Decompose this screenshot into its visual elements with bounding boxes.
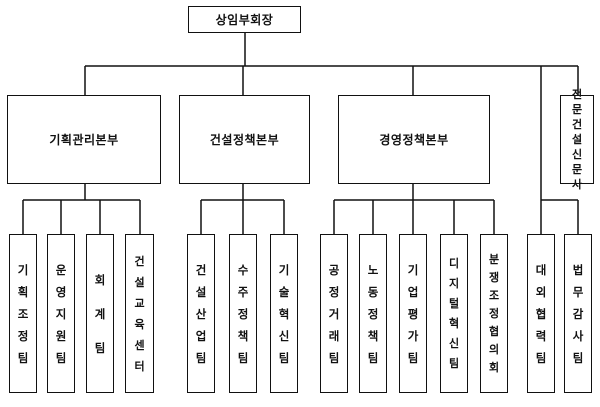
division-label: 경영정책본부: [379, 133, 449, 147]
division-box-planning: 기획관리본부: [7, 95, 161, 184]
team-box: 운영지원팀: [47, 234, 75, 393]
team-box: 기술혁신팀: [270, 234, 298, 393]
newspaper-label: 전문건설신문사: [571, 88, 583, 191]
team-label: 기업평가팀: [407, 262, 419, 365]
team-box: 수주정책팀: [229, 234, 257, 393]
team-label: 운영지원팀: [55, 262, 67, 365]
team-box: 기획조정팀: [9, 234, 37, 393]
team-box: 건설산업팀: [187, 234, 215, 393]
team-label: 기술혁신팀: [278, 262, 290, 365]
team-label: 디지털혁신팀: [448, 256, 460, 370]
team-box: 디지털혁신팀: [440, 234, 468, 393]
team-label: 건설교육센터: [134, 254, 145, 373]
division-box-construction-policy: 건설정책본부: [179, 95, 310, 184]
division-label: 기획관리본부: [49, 133, 119, 147]
team-box: 노동정책팀: [359, 234, 387, 393]
team-box: 건설교육센터: [125, 234, 154, 393]
team-label: 회계팀: [94, 272, 106, 355]
team-label: 대외협력팀: [535, 262, 547, 365]
team-label: 수주정책팀: [237, 262, 249, 365]
division-label: 건설정책본부: [209, 133, 280, 147]
team-box: 분쟁조정협의회: [480, 234, 508, 393]
team-box: 대외협력팀: [527, 234, 555, 393]
division-box-management-policy: 경영정책본부: [338, 95, 490, 184]
team-label: 노동정책팀: [367, 262, 379, 365]
team-box: 법무감사팀: [564, 234, 592, 393]
top-executive-label: 상임부회장: [215, 13, 274, 27]
team-box: 공정거래팀: [320, 234, 348, 393]
team-box: 기업평가팀: [399, 234, 427, 393]
team-label: 건설산업팀: [195, 262, 207, 365]
team-box: 회계팀: [86, 234, 114, 393]
team-label: 분쟁조정협의회: [488, 252, 500, 374]
team-label: 법무감사팀: [572, 262, 584, 365]
team-label: 공정거래팀: [328, 262, 340, 365]
top-executive-box: 상임부회장: [188, 6, 301, 33]
newspaper-box: 전문건설신문사: [560, 88, 594, 191]
team-label: 기획조정팀: [17, 262, 29, 365]
